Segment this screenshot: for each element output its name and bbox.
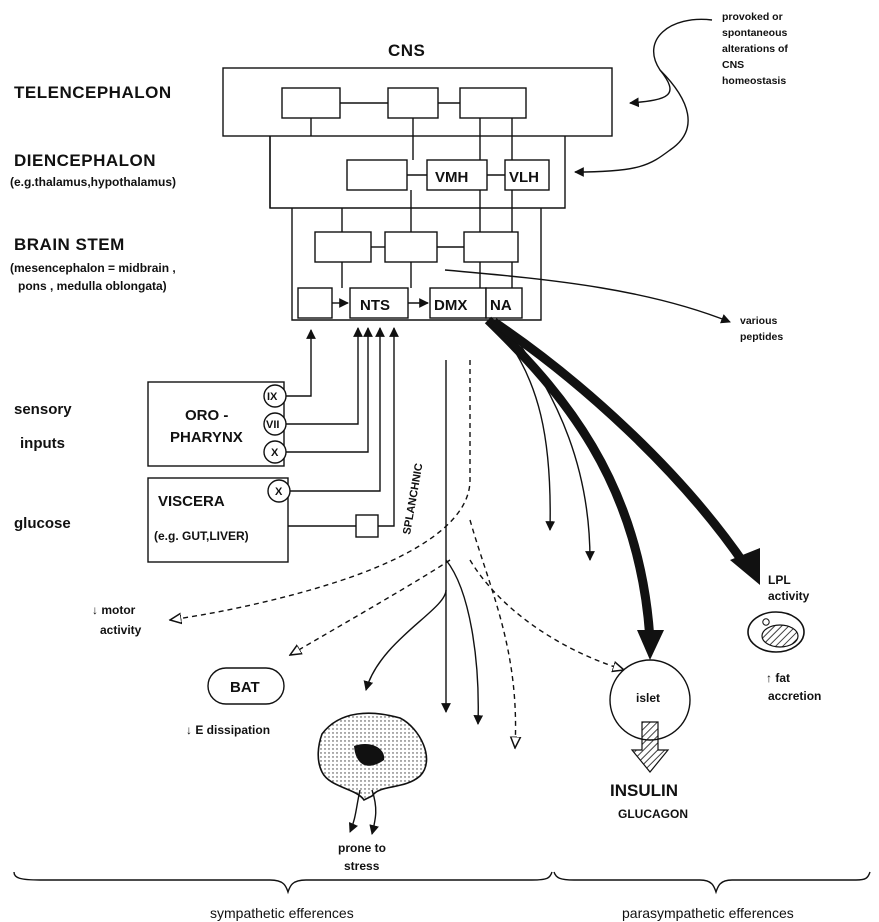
nts-box [349, 287, 409, 319]
splanchnic-label: SPLANCHNIC [401, 462, 425, 535]
inputs-label: inputs [20, 435, 65, 452]
lpl-label1: LPL [768, 573, 791, 587]
sympathetic-brace [13, 871, 553, 895]
prone-label2: stress [344, 859, 380, 873]
prone-label1: prone to [338, 841, 386, 855]
lpl-label2: activity [768, 589, 810, 603]
diencephalon-sub: (e.g.thalamus,hypothalamus) [10, 175, 176, 189]
nts-label: NTS [360, 297, 390, 314]
homeostasis-line4: CNS [722, 59, 744, 71]
parasympathetic-thick-arrow-lpl [491, 318, 749, 568]
homeostasis-arrow-telencephalon [629, 18, 713, 108]
glucose-label: glucose [14, 515, 71, 532]
brain-stem-sub1: (mesencephalon = midbrain , [10, 261, 176, 275]
oropharynx-label1: ORO - [185, 407, 228, 424]
vlh-box [504, 159, 550, 191]
sensory-label: sensory [14, 401, 72, 418]
homeostasis-line3: alterations of [722, 43, 788, 55]
homeostasis-line2: spontaneous [722, 27, 787, 39]
parasympathetic-thick-arrow-islet [484, 316, 655, 641]
nerve-x-label: X [271, 447, 279, 459]
diencephalon-label: DIENCEPHALON [14, 151, 156, 170]
peptides-line2: peptides [740, 331, 783, 343]
sympathetic-thick-arrow [363, 360, 447, 691]
vmh-label: VMH [435, 169, 468, 186]
dmx-label: DMX [434, 297, 467, 314]
parasympathetic-efferences-label: parasympathetic efferences [622, 905, 794, 921]
nerve-vii-label: VII [266, 419, 279, 431]
glucagon-label: GLUCAGON [618, 807, 688, 821]
motor-label2: activity [100, 623, 142, 637]
islet-label: islet [636, 691, 660, 705]
na-label: NA [490, 297, 512, 314]
oropharynx-box [147, 381, 285, 467]
peptides-arrow [444, 269, 731, 324]
islet-sympathetic-arrow [469, 559, 624, 670]
viscera-sub: (e.g. GUT,LIVER) [154, 529, 249, 543]
telencephalon-label: TELENCEPHALON [14, 83, 172, 102]
viscera-label: VISCERA [158, 493, 225, 510]
splanchnic-ganglion [355, 514, 379, 538]
insulin-label: INSULIN [610, 781, 678, 800]
viscera-box [147, 477, 289, 563]
oropharynx-label2: PHARYNX [170, 429, 243, 446]
homeostasis-arrow-diencephalon [574, 69, 689, 177]
nerve-x2-label: X [275, 486, 283, 498]
na-box [485, 287, 523, 319]
motor-activity-arrow [170, 360, 471, 620]
brain-stem-sub2: pons , medulla oblongata) [18, 279, 167, 293]
parasympathetic-brace [553, 871, 871, 895]
sympathetic-efferences-label: sympathetic efferences [210, 905, 354, 921]
insulin-release-arrow [630, 721, 670, 773]
bat-arrow [290, 559, 451, 655]
brain-stem-label: BRAIN STEM [14, 235, 125, 254]
nerve-ix-label: IX [267, 391, 278, 403]
brain-stem-box [291, 208, 542, 321]
e-dissipation-label: ↓ E dissipation [186, 723, 270, 737]
bat-shape [207, 667, 285, 705]
vlh-label: VLH [509, 169, 539, 186]
fat-label2: accretion [768, 689, 821, 703]
homeostasis-line5: homeostasis [722, 75, 786, 87]
fat-label1: ↑ fat [766, 671, 790, 685]
homeostasis-line1: provoked or [722, 11, 783, 23]
peptides-line1: various [740, 315, 778, 327]
dmx-box [429, 287, 487, 319]
motor-label1: ↓ motor [92, 603, 136, 617]
cns-title: CNS [388, 41, 425, 60]
bat-label: BAT [230, 679, 260, 696]
